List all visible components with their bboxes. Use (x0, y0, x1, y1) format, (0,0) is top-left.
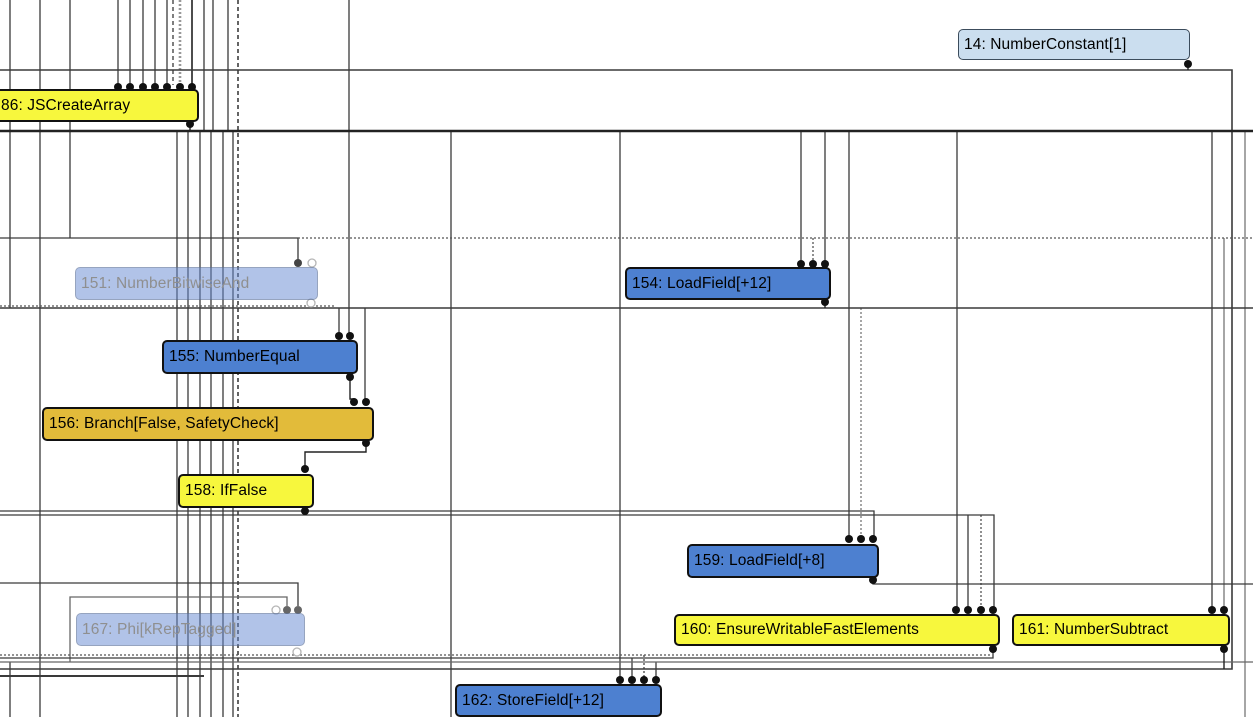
node-86-jscreatearray[interactable]: 86: JSCreateArray (0, 89, 199, 122)
node-158-iffalse[interactable]: 158: IfFalse (178, 474, 314, 508)
node-156-branch[interactable]: 156: Branch[False, SafetyCheck] (42, 407, 374, 441)
port-dots (114, 60, 1228, 684)
node-159-loadfield-8[interactable]: 159: LoadField[+8] (687, 544, 879, 578)
node-161-numbersubtract[interactable]: 161: NumberSubtract (1012, 614, 1230, 646)
node-154-loadfield-12[interactable]: 154: LoadField[+12] (625, 267, 831, 300)
node-151-numberbitwiseand[interactable]: 151: NumberBitwiseAnd (75, 267, 318, 300)
node-155-numberequal[interactable]: 155: NumberEqual (162, 340, 358, 374)
node-14-numberconstant[interactable]: 14: NumberConstant[1] (958, 29, 1190, 60)
node-160-ensurewritablefastelements[interactable]: 160: EnsureWritableFastElements (674, 614, 1000, 646)
node-167-phi[interactable]: 167: Phi[kRepTagged] (76, 613, 305, 646)
node-162-storefield-12[interactable]: 162: StoreField[+12] (455, 684, 662, 717)
